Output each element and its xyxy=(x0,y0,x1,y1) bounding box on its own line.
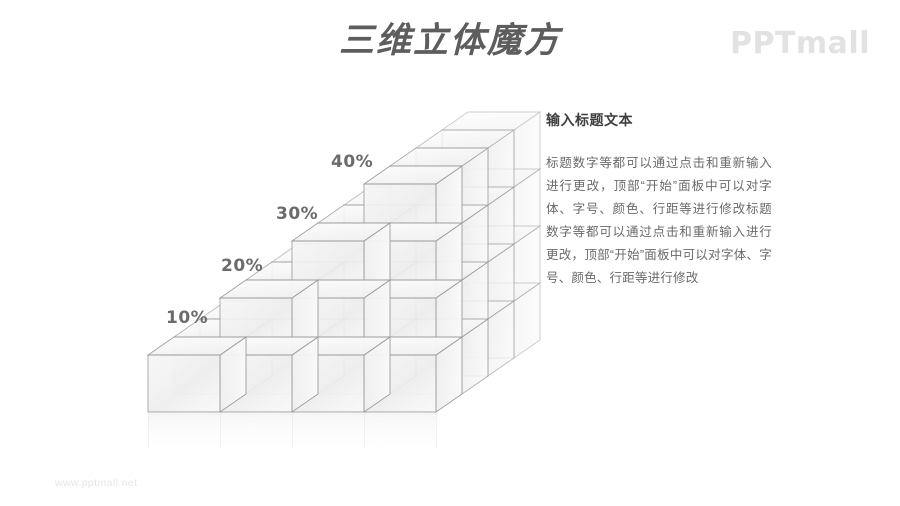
cube-face xyxy=(220,412,292,454)
page-title: 三维立体魔方 xyxy=(338,21,561,61)
data-label-3: 30% xyxy=(276,204,319,224)
data-label-2: 20% xyxy=(221,256,264,276)
cube xyxy=(146,336,248,413)
cube-reflection xyxy=(148,412,437,454)
panel-heading: 输入标题文本 xyxy=(546,112,633,128)
brand-logo: PPTmall xyxy=(729,26,870,61)
data-label-4: 40% xyxy=(331,152,374,172)
text-panel: 输入标题文本 标题数字等都可以通过点击和重新输入进行更改，顶部“开始”面板中可以… xyxy=(546,110,772,290)
cube-staircase-chart: 10% 20% 30% 40% xyxy=(140,111,542,460)
cube-face xyxy=(148,412,220,454)
cube-face xyxy=(364,412,436,454)
footer-url: www.pptmall.net xyxy=(55,477,138,489)
cube-face xyxy=(147,354,221,413)
cube-face xyxy=(292,412,364,454)
data-label-1: 10% xyxy=(166,308,209,328)
panel-body-text: 标题数字等都可以通过点击和重新输入进行更改，顶部“开始”面板中可以对字体、字号、… xyxy=(546,156,772,285)
cube-stack xyxy=(146,111,542,413)
cube-chart-svg xyxy=(146,111,542,454)
